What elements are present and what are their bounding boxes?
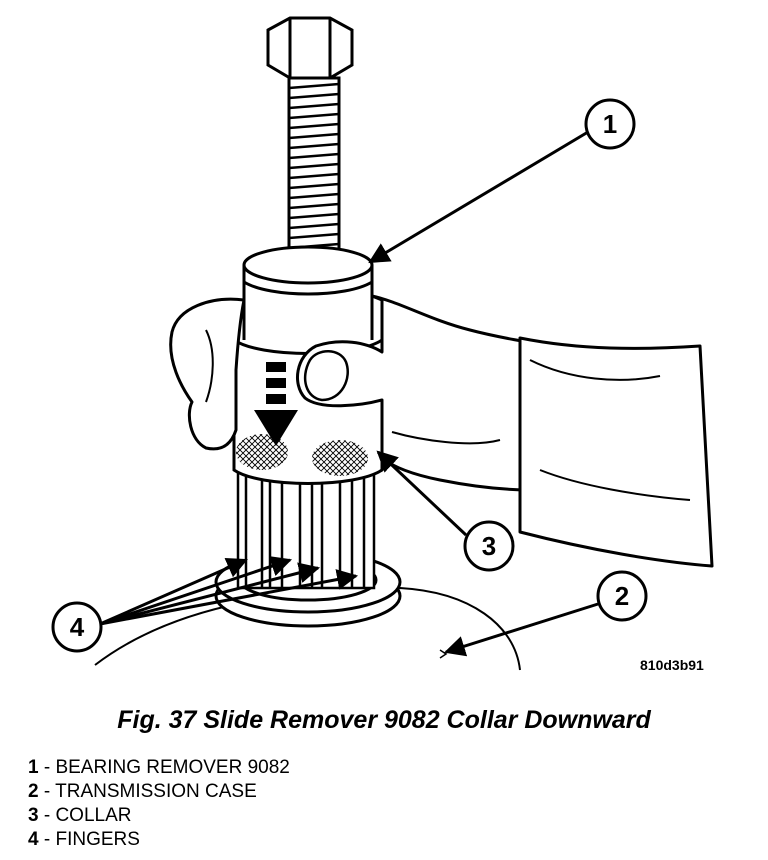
leader-3 [376, 450, 468, 537]
bolt-threads [288, 82, 340, 250]
legend-item: 1 - BEARING REMOVER 9082 [28, 756, 290, 780]
svg-text:2: 2 [615, 581, 629, 611]
legend-number: 1 [28, 757, 39, 778]
legend-list: 1 - BEARING REMOVER 9082 2 - TRANSMISSIO… [28, 756, 290, 852]
leader-4b [99, 556, 292, 626]
legend-text: - BEARING REMOVER 9082 [38, 757, 290, 778]
illustration: 1 2 3 4 810d3b91 [51, 16, 714, 673]
hand [169, 294, 714, 568]
legend-number: 2 [28, 781, 39, 802]
svg-text:3: 3 [482, 531, 496, 561]
legend-number: 3 [28, 805, 39, 826]
legend-text: - COLLAR [38, 805, 132, 826]
callout-leaders [99, 130, 599, 657]
callout-2: 2 [596, 570, 648, 622]
callout-4: 4 [51, 601, 103, 653]
leader-1 [368, 130, 589, 264]
image-code: 810d3b91 [640, 657, 704, 673]
figure-caption: Fig. 37 Slide Remover 9082 Collar Downwa… [117, 706, 651, 734]
downward-arrow-icon [254, 362, 298, 446]
svg-text:1: 1 [603, 109, 617, 139]
callout-3: 3 [463, 520, 515, 572]
leader-2 [443, 602, 599, 657]
legend-text: - TRANSMISSION CASE [38, 781, 257, 802]
bolt [266, 16, 354, 260]
callout-1: 1 [584, 98, 636, 150]
legend-item: 2 - TRANSMISSION CASE [28, 780, 290, 804]
legend-number: 4 [28, 829, 39, 850]
svg-text:4: 4 [70, 612, 85, 642]
leader-4a [99, 557, 248, 626]
legend-text: - FINGERS [38, 829, 140, 850]
legend-item: 4 - FINGERS [28, 828, 290, 852]
legend-item: 3 - COLLAR [28, 804, 290, 828]
bearing-remover [242, 245, 374, 362]
leader-4d [99, 569, 359, 626]
leader-4c [99, 562, 321, 626]
